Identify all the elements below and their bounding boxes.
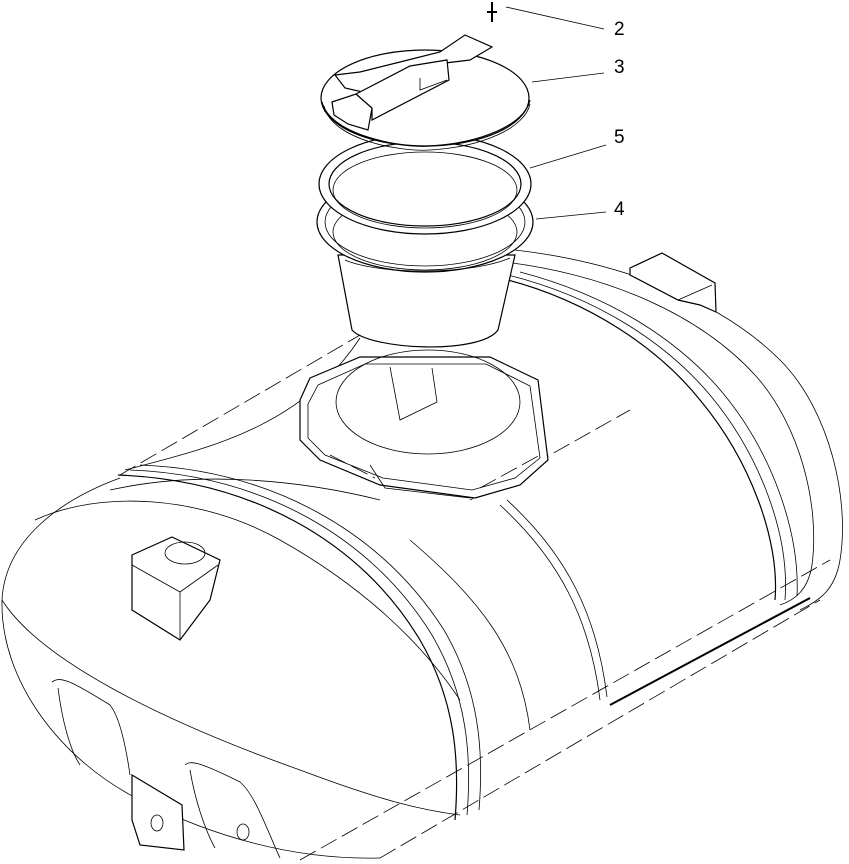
callout-3: 3 — [614, 57, 625, 78]
callout-4: 4 — [614, 199, 625, 220]
mounting-bracket-top — [131, 536, 221, 641]
mounting-bracket-bottom-left — [51, 679, 185, 851]
leader-lines — [505, 6, 607, 220]
leader-2 — [505, 6, 605, 30]
callout-5: 5 — [614, 127, 625, 148]
mounting-bracket-rear — [629, 252, 717, 313]
lid — [320, 34, 531, 151]
leader-4 — [535, 211, 607, 220]
gasket-ring — [318, 133, 532, 235]
mounting-bracket-bottom-right — [184, 762, 281, 859]
filler-neck — [299, 349, 549, 499]
tank-body — [1, 249, 843, 861]
leader-3 — [531, 72, 605, 83]
pin — [487, 2, 497, 22]
leader-5 — [529, 144, 607, 169]
callout-2: 2 — [614, 19, 625, 40]
